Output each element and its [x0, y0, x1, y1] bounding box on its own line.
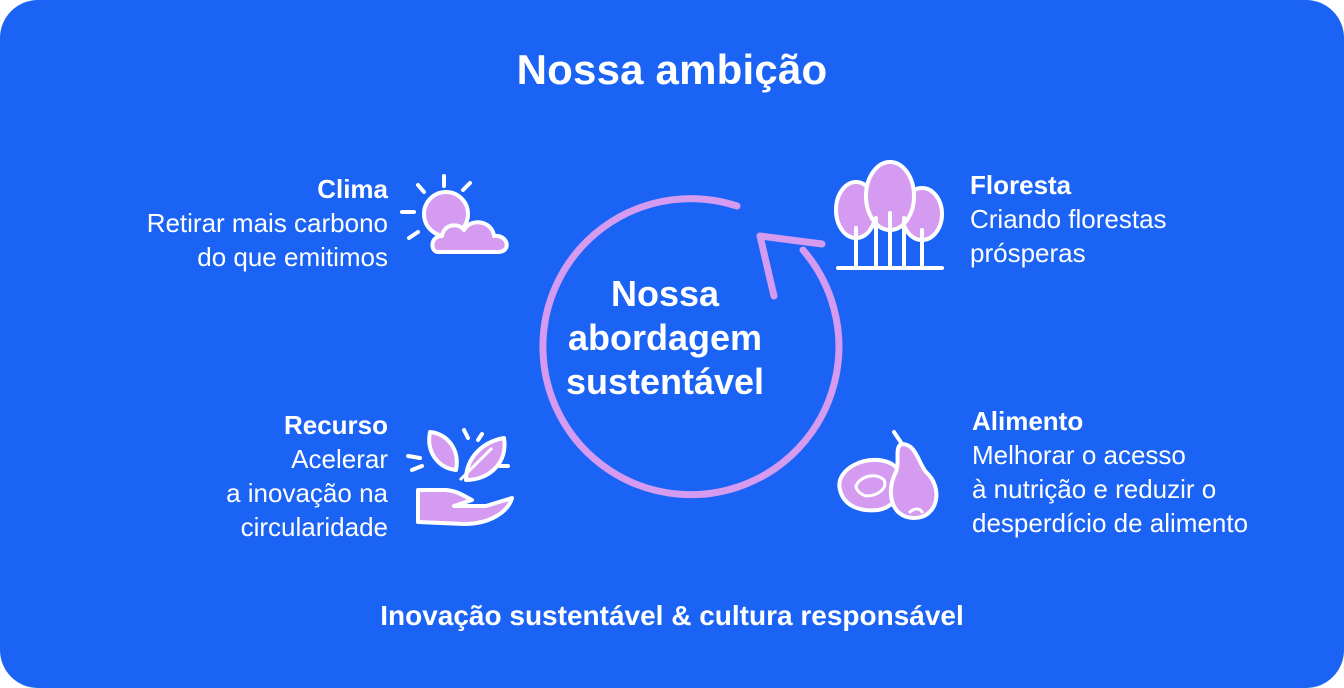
footer-text: Inovação sustentável & cultura responsáv…	[380, 600, 964, 631]
pillar-recurso-heading: Recurso	[283, 410, 388, 440]
pillar-clima: Clima Retirar mais carbono do que emitim…	[147, 172, 388, 274]
center-line-2: abordagem	[567, 317, 763, 358]
hand-leaves-icon	[406, 428, 514, 526]
trees-icon	[834, 160, 944, 270]
pillar-floresta-line-2: prósperas	[970, 238, 1086, 268]
sun-cloud-icon	[400, 174, 509, 254]
pillar-recurso-line-3: circularidade	[240, 512, 388, 542]
pillar-clima-line-2: do que emitimos	[197, 242, 388, 272]
pillar-alimento-line-2: à nutrição e reduzir o	[972, 474, 1217, 504]
center-line-3: sustentável	[565, 361, 765, 402]
pillar-floresta-heading: Floresta	[970, 170, 1072, 200]
pillar-alimento: Alimento Melhorar o acesso à nutrição e …	[972, 404, 1248, 540]
pillar-alimento-line-1: Melhorar o acesso	[972, 440, 1186, 470]
pillar-recurso-line-2: a inovação na	[226, 478, 388, 508]
pillar-recurso: Recurso Acelerar a inovação na circulari…	[226, 408, 388, 544]
pillar-clima-heading: Clima	[317, 174, 388, 204]
fruit-icon	[837, 430, 939, 520]
page-title: Nossa ambição	[516, 46, 828, 93]
pillar-alimento-line-3: desperdício de alimento	[972, 508, 1249, 538]
center-label: Nossa abordagem sustentável	[520, 272, 810, 404]
pillar-floresta-line-1: Criando florestas	[970, 204, 1167, 234]
pillar-alimento-heading: Alimento	[972, 406, 1084, 436]
pillar-recurso-line-1: Acelerar	[291, 444, 388, 474]
pillar-floresta: Floresta Criando florestas prósperas	[970, 168, 1167, 270]
pillar-clima-line-1: Retirar mais carbono	[146, 208, 388, 238]
center-line-1: Nossa	[610, 273, 720, 314]
